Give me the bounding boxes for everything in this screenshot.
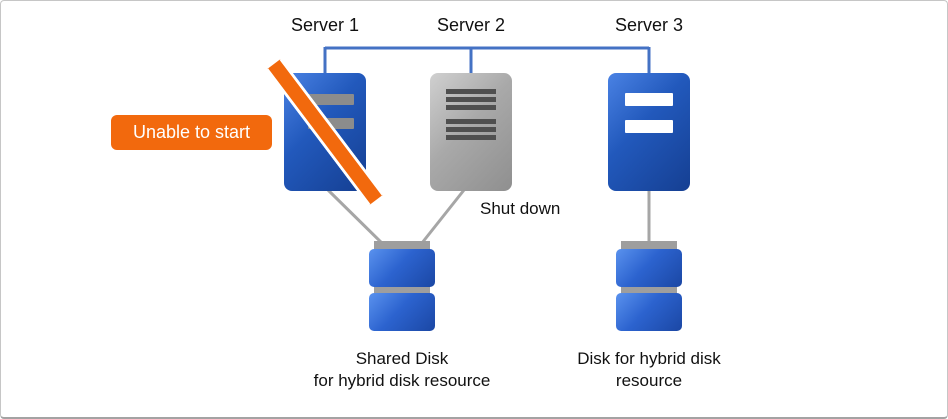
server-1 [265,58,385,206]
shared-disk-label: Shared Disk for hybrid disk resource [272,348,532,392]
server-3-drive-slot-icon [625,120,673,133]
hybrid-disk-label-line2: resource [615,371,683,390]
disk-unit-icon [369,293,435,331]
server-2-vent-icon [446,89,496,94]
disk-divider-icon [621,287,677,293]
server-3 [608,73,690,191]
server-3-drive-slot-icon [625,93,673,106]
server-2-vent-icon [446,127,496,132]
server-2-label: Server 2 [436,15,506,35]
server-3-label: Server 3 [614,15,684,35]
disk-unit-icon [369,249,435,287]
unable-to-start-callout: Unable to start [111,115,272,150]
server-1-drive-slot-icon [308,94,354,105]
server-2 [430,73,512,191]
server2-shared-disk-line [416,189,466,249]
shared-disk-label-line1: Shared Disk [355,349,449,368]
disk-cap-icon [621,241,677,249]
hybrid-disk-label-line1: Disk for hybrid disk [577,349,721,368]
server-1-label: Server 1 [290,15,360,35]
disk-divider-icon [374,287,430,293]
hybrid-disk-label: Disk for hybrid disk resource [519,348,779,392]
shared-disk-label-line2: for hybrid disk resource [313,371,491,390]
disk-unit-icon [616,249,682,287]
server-1-failure-cross-icon [265,58,385,206]
hybrid-disk [616,241,682,331]
server-2-vent-icon [446,97,496,102]
server-2-vent-icon [446,135,496,140]
shutdown-status-label: Shut down [480,199,561,218]
server-2-vent-icon [446,119,496,124]
disk-cap-icon [374,241,430,249]
server-2-vent-icon [446,105,496,110]
disk-unit-icon [616,293,682,331]
server1-shared-disk-line [326,188,389,250]
shared-disk [369,241,435,331]
